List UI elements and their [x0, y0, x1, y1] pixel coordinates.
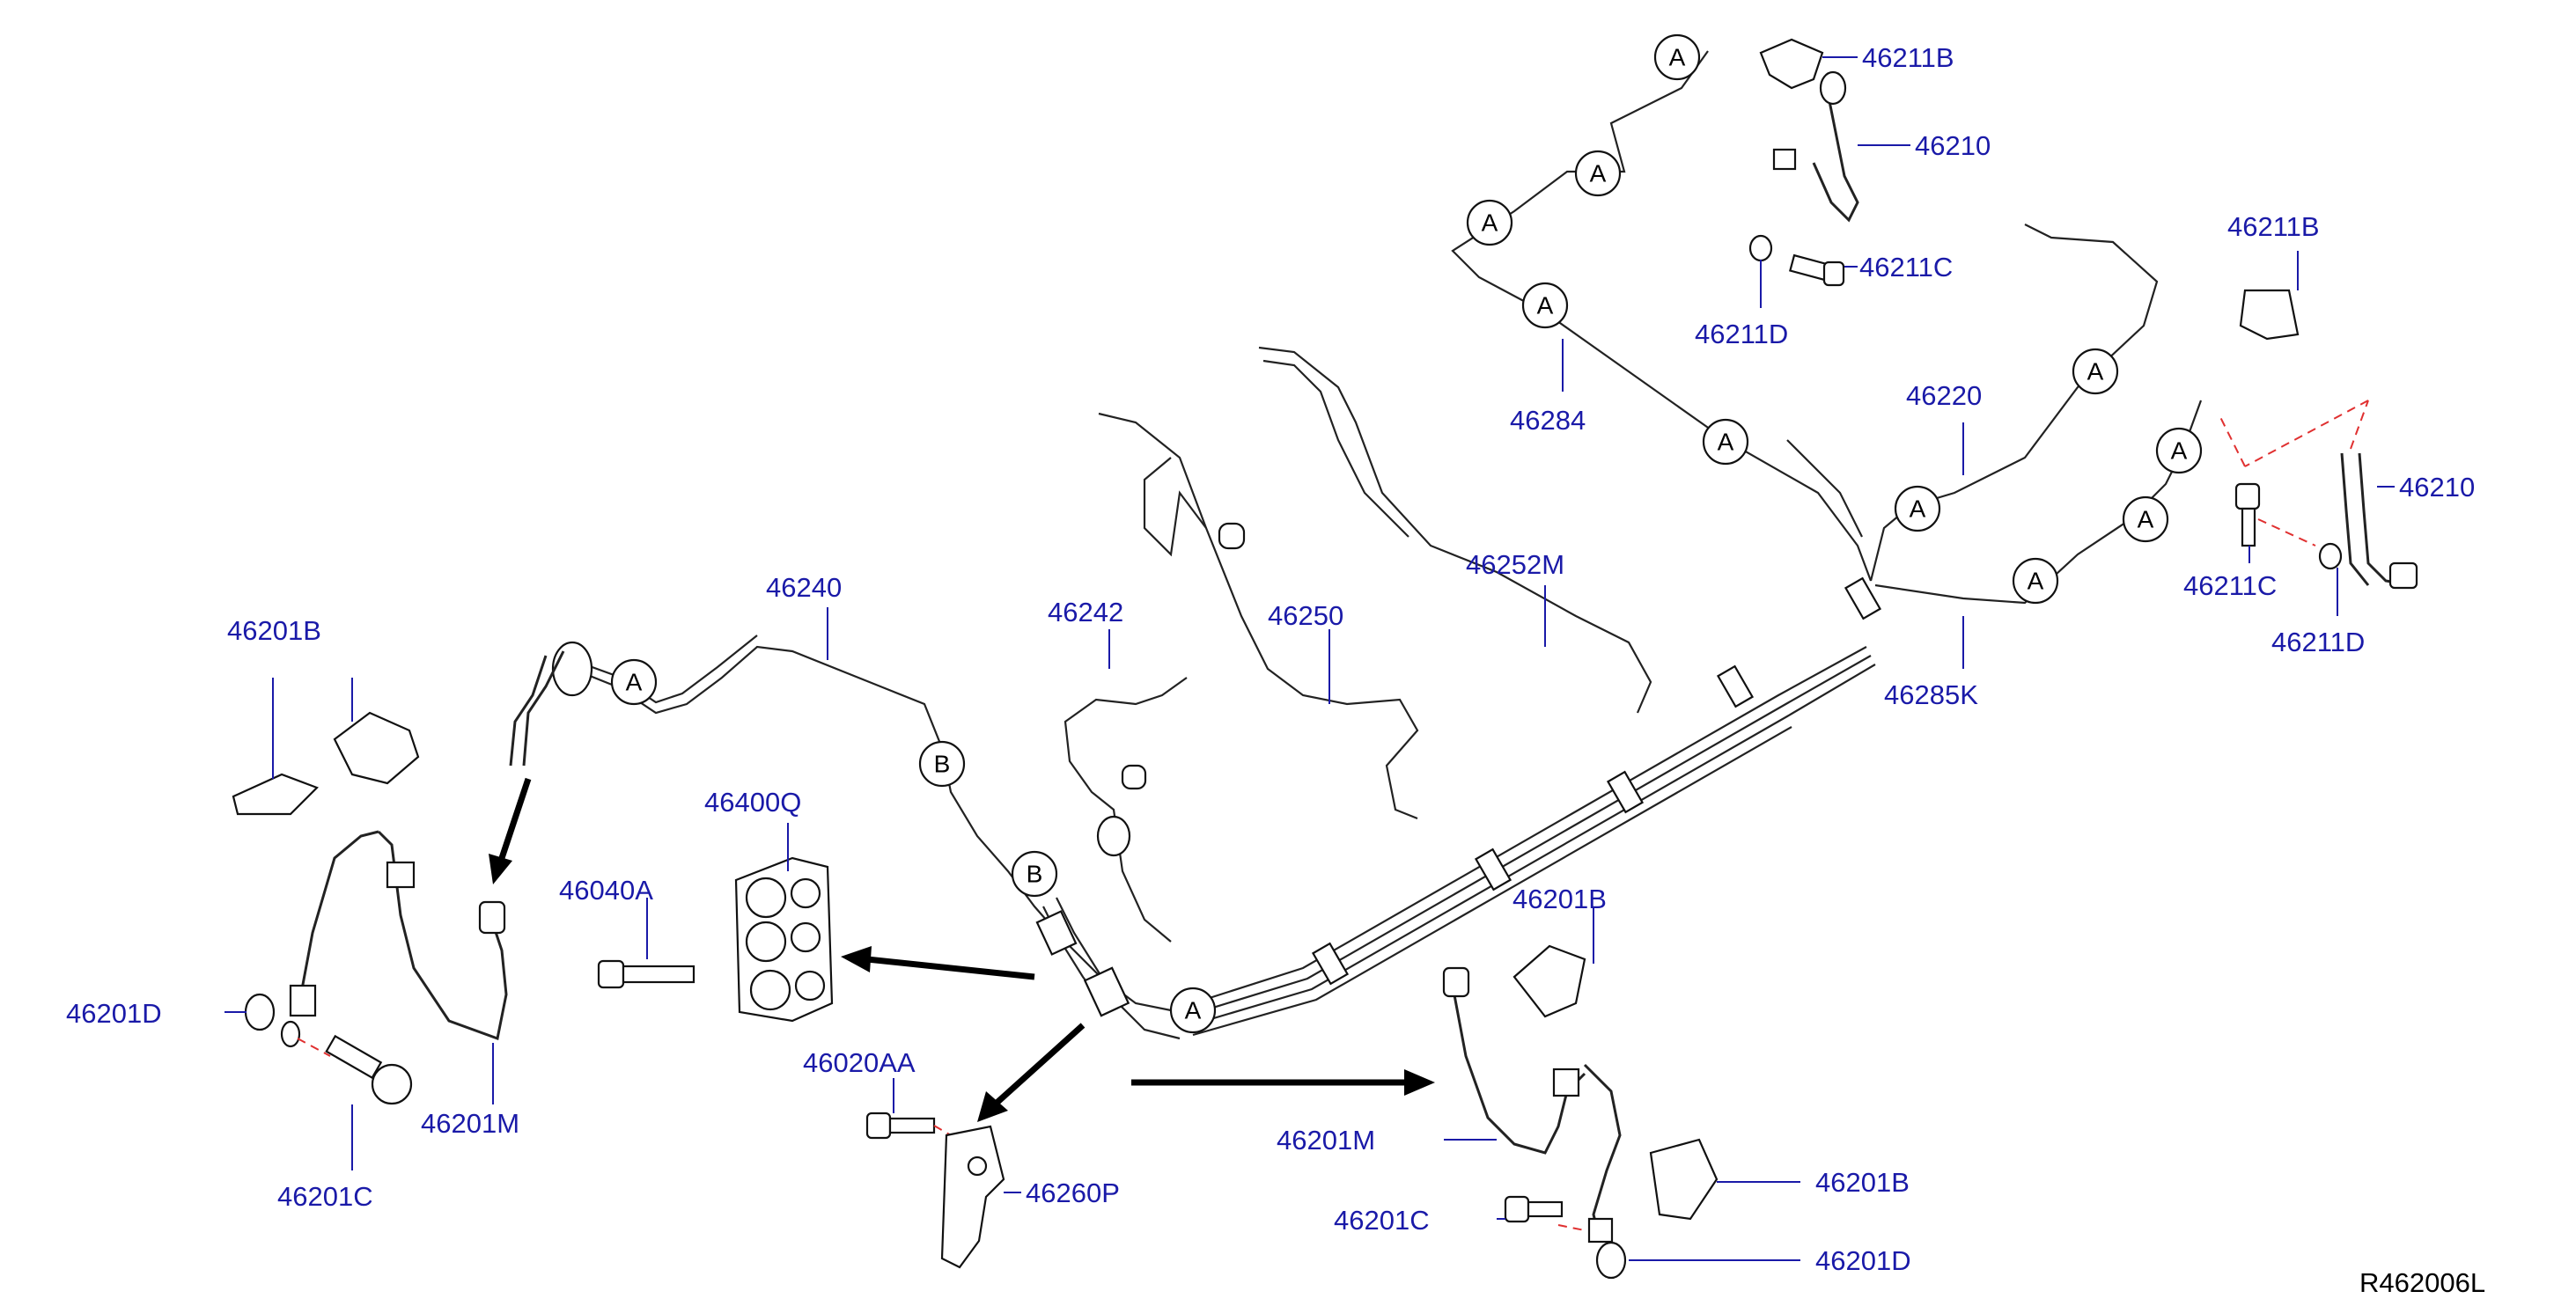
svg-text:A: A [1537, 292, 1554, 319]
part-label[interactable]: 46211B [1862, 42, 1954, 73]
pipe-46242 [1064, 677, 1188, 943]
connector-a: A [1574, 150, 1622, 197]
part-label[interactable]: 46201B [227, 615, 321, 646]
clip-46211b-top [1759, 38, 1824, 90]
svg-text:B: B [934, 751, 951, 778]
pipe-46250 [1098, 412, 1419, 820]
bolt-46211c-right [2234, 482, 2316, 547]
bolt-46211c-top [1789, 253, 1845, 287]
part-label[interactable]: 46040A [559, 875, 653, 906]
part-label[interactable]: 46201C [277, 1181, 373, 1212]
hose-upper-left [509, 650, 565, 767]
svg-text:A: A [2171, 437, 2188, 465]
part-label[interactable]: 46242 [1048, 597, 1123, 627]
connector-a: A [1521, 282, 1569, 329]
pipe-46252m [1258, 346, 1652, 714]
hose-46210-right [2218, 400, 2418, 590]
washer-46211d-top [1748, 234, 1773, 262]
diagram-reference-code: R462006L [2359, 1267, 2485, 1298]
svg-text:A: A [2028, 568, 2044, 595]
connector-markers: A A A A A A A A A A A A B B A [610, 33, 2203, 1034]
direction-arrows [489, 777, 1435, 1122]
clip-46201b-br [1649, 1138, 1719, 1221]
clip-46211b-right [2239, 289, 2300, 341]
leader-lines [224, 56, 2395, 1261]
bolt-46040a [597, 959, 696, 989]
part-label[interactable]: 46201M [1277, 1125, 1375, 1156]
connector-a: A [1653, 33, 1701, 81]
connector-a: A [2012, 557, 2059, 605]
connector-a: A [1466, 199, 1513, 246]
part-label[interactable]: 46201C [1334, 1205, 1430, 1236]
part-label[interactable]: 46201B [1512, 884, 1607, 914]
connector-a: A [1169, 987, 1217, 1034]
part-label[interactable]: 46211D [1695, 319, 1788, 349]
part-label[interactable]: 46020AA [803, 1047, 916, 1078]
svg-text:A: A [1669, 44, 1686, 71]
part-label[interactable]: 46252M [1466, 549, 1564, 580]
part-label[interactable]: 46201D [66, 998, 162, 1029]
svg-text:A: A [626, 669, 643, 696]
svg-text:A: A [1910, 495, 1926, 523]
connector-b: B [1011, 850, 1058, 898]
part-label[interactable]: 46250 [1268, 600, 1343, 631]
part-label[interactable]: 46210 [1915, 130, 1991, 161]
part-label[interactable]: 46211C [1859, 252, 1953, 282]
part-label[interactable]: 46201M [421, 1108, 519, 1139]
svg-text:B: B [1027, 861, 1043, 888]
part-label[interactable]: 46210 [2399, 472, 2475, 503]
hose-46201m-left [244, 830, 508, 1057]
hose-46210-top [1772, 70, 1859, 223]
connector-a: A [2072, 348, 2119, 395]
svg-text:A: A [1590, 160, 1607, 187]
part-label[interactable]: 46400Q [704, 787, 801, 818]
bolt-46020aa [865, 1112, 952, 1140]
bolt-46201c-left [325, 1034, 413, 1105]
connector-a: A [1894, 485, 1941, 532]
part-label[interactable]: 46201D [1815, 1245, 1911, 1276]
main-pipe-bundle [1192, 576, 1882, 1037]
connector-a: A [2122, 495, 2169, 543]
svg-text:A: A [2087, 358, 2104, 385]
valve-46400q [734, 856, 834, 1023]
bracket-46260p [940, 1125, 1005, 1269]
part-label[interactable]: 46201B [1815, 1167, 1910, 1198]
washer-46211d-right [2318, 542, 2343, 570]
connector-a: A [1702, 418, 1749, 466]
part-label[interactable]: 46211C [2183, 570, 2277, 601]
part-labels: 46211B 46210 46211C 46211D 46211B 46284 … [66, 42, 2475, 1276]
part-label[interactable]: 46284 [1510, 405, 1586, 436]
svg-text:A: A [1185, 997, 1202, 1024]
part-label[interactable]: 46211D [2271, 627, 2365, 657]
part-label[interactable]: 46240 [766, 572, 842, 603]
hose-46201m-right [1442, 966, 1627, 1280]
part-label[interactable]: 46211B [2227, 211, 2320, 242]
clip-46201b-left [232, 711, 420, 816]
svg-text:A: A [1718, 429, 1734, 456]
part-label[interactable]: 46285K [1884, 679, 1978, 710]
pipe-46284 [1451, 50, 1873, 582]
clip-46201b-mid [1512, 944, 1586, 1018]
part-label[interactable]: 46260P [1026, 1178, 1120, 1208]
connector-a: A [610, 658, 658, 706]
connector-a: A [2155, 427, 2203, 474]
svg-text:A: A [2138, 506, 2154, 533]
connector-b: B [918, 740, 966, 788]
bolt-46201c-right [1504, 1195, 1564, 1223]
bracket-cluster [1035, 897, 1181, 1040]
part-label[interactable]: 46220 [1906, 380, 1982, 411]
svg-text:A: A [1482, 209, 1498, 237]
